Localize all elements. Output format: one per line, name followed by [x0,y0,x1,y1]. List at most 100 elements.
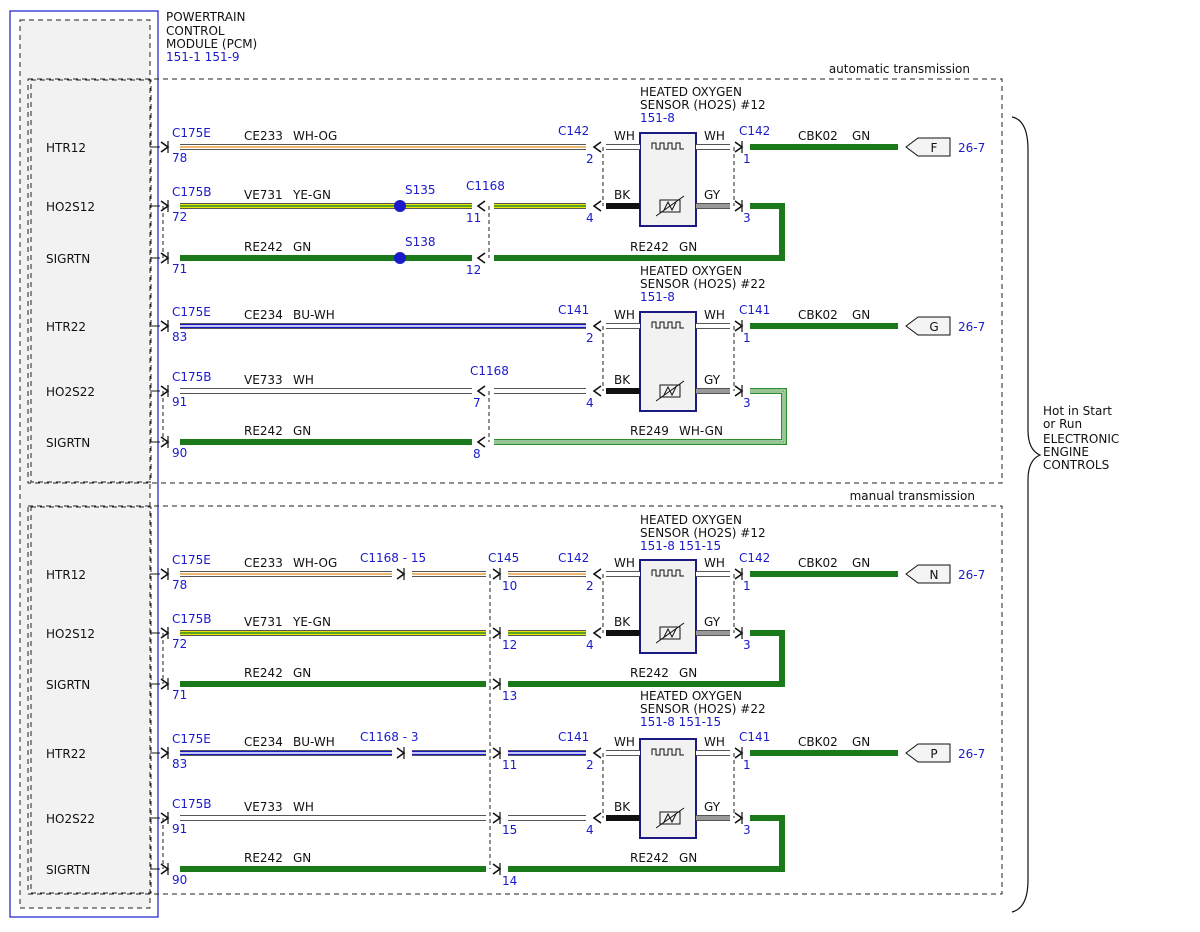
c145-arrow [492,747,502,759]
mid-connector-label: C1168 [470,364,509,378]
circuit-color: GN [852,735,870,749]
sensor-conn-arrow [592,627,602,639]
sensor-connector-right: C141 [739,303,770,317]
sensor-title-2: SENSOR (HO2S) #12 [640,98,766,112]
pcm-arrow [160,747,170,759]
pcm-title-2: CONTROL [166,24,225,38]
section-manual-label: manual transmission [850,489,975,503]
pcm-pin-number: 71 [172,262,187,276]
c145-arrow [492,812,502,824]
lead-color-label: WH [704,129,725,143]
mid-pin: 8 [473,447,481,461]
circuit-color: GN [293,851,311,865]
c1168-arrow [476,200,486,212]
pcm-arrow [160,863,170,875]
sensor-conn-arrow [592,812,602,824]
lead-color-label: GY [704,800,721,814]
pcm-arrow [160,200,170,212]
circuit-color: GN [679,240,697,254]
circuit-color: BU-WH [293,308,335,322]
lead-color-label: GY [704,615,721,629]
pcm-pin-number: 83 [172,757,187,771]
sensor-conn-arrow-right [734,200,744,212]
pcm-arrow [160,141,170,153]
pcm-connector-label: C175E [172,553,211,567]
mid-pin: 12 [466,263,481,277]
c145-arrow [492,568,502,580]
circuit-color: GN [293,424,311,438]
pcm-inner-dashed [19,19,151,909]
circuit-color: WH-GN [679,424,723,438]
sensor-pin: 2 [586,152,594,166]
pcm-arrow [160,436,170,448]
bracket-line-4: ENGINE [1043,445,1089,459]
sensor-conn-arrow [592,141,602,153]
sensor-element-icon [659,384,681,398]
sensor-title-2: SENSOR (HO2S) #22 [640,702,766,716]
pcm-pin-label: HO2S12 [46,627,95,641]
sensor-pin: 1 [743,331,751,345]
circuit-color: WH-OG [293,129,337,143]
pcm-connector-label: C175E [172,305,211,319]
lead-color-label: BK [614,188,631,202]
heater-element-icon [651,569,684,577]
page-flag-letter: F [931,141,938,155]
sensor-conn-arrow [592,320,602,332]
sensor-pin: 4 [586,823,594,837]
c145-arrow [492,863,502,875]
sensor-pin: 2 [586,579,594,593]
circuit-color: GN [293,240,311,254]
heater-element-icon [651,321,684,329]
inline-connector-arrow [396,747,406,759]
circuit-id: RE242 [244,240,283,254]
circuit-id: CBK02 [798,735,838,749]
pcm-pin-number: 78 [172,578,187,592]
c1168-arrow [476,252,486,264]
sensor-variable-icon [655,622,685,644]
sensor-conn-arrow [592,747,602,759]
pcm-pin-label: SIGRTN [46,252,90,266]
circuit-color: GN [293,666,311,680]
page-flag [905,316,951,336]
sensor-element-icon [659,199,681,213]
pcm-connector-label: C175B [172,370,212,384]
sensor-conn-arrow-right [734,812,744,824]
inline-connector-arrow [396,568,406,580]
page-flag-letter: N [930,568,939,582]
pcm-title-3: MODULE (PCM) [166,37,257,51]
sensor-variable-icon [655,195,685,217]
sensor-element-icon [659,626,681,640]
circuit-color: WH [293,373,314,387]
bracket-line-5: CONTROLS [1043,458,1109,472]
sensor-conn-arrow-right [734,627,744,639]
pcm-pin-label: HO2S22 [46,812,95,826]
sensor-connector-left: C142 [558,551,589,565]
bracket-line-2: or Run [1043,417,1082,431]
sensor-conn-arrow [592,385,602,397]
sensor-title-1: HEATED OXYGEN [640,689,742,703]
lead-color-label: BK [614,615,631,629]
section-manual-frame [27,505,1003,895]
sensor-pin: 3 [743,211,751,225]
sensor-pin: 4 [586,211,594,225]
pcm-pin-number: 83 [172,330,187,344]
circuit-color: YE-GN [292,188,331,202]
circuit-id: VE731 [244,188,283,202]
sensor-ref: 151-8 [640,290,675,304]
mid-pin: 11 [466,211,481,225]
sensor-conn-arrow-right [734,141,744,153]
lead-color-label: WH [614,129,635,143]
c145-label: C145 [488,551,519,565]
circuit-id: CBK02 [798,129,838,143]
sensor-title-1: HEATED OXYGEN [640,264,742,278]
circuit-color: WH [293,800,314,814]
pcm-pin-label: HO2S22 [46,385,95,399]
sensor-ref: 151-8 [640,111,675,125]
lead-color-label: WH [614,308,635,322]
page-flag [905,743,951,763]
pcm-arrow [160,252,170,264]
pcm-arrow [160,627,170,639]
circuit-id: VE733 [244,800,283,814]
sensor-pin: 4 [586,396,594,410]
